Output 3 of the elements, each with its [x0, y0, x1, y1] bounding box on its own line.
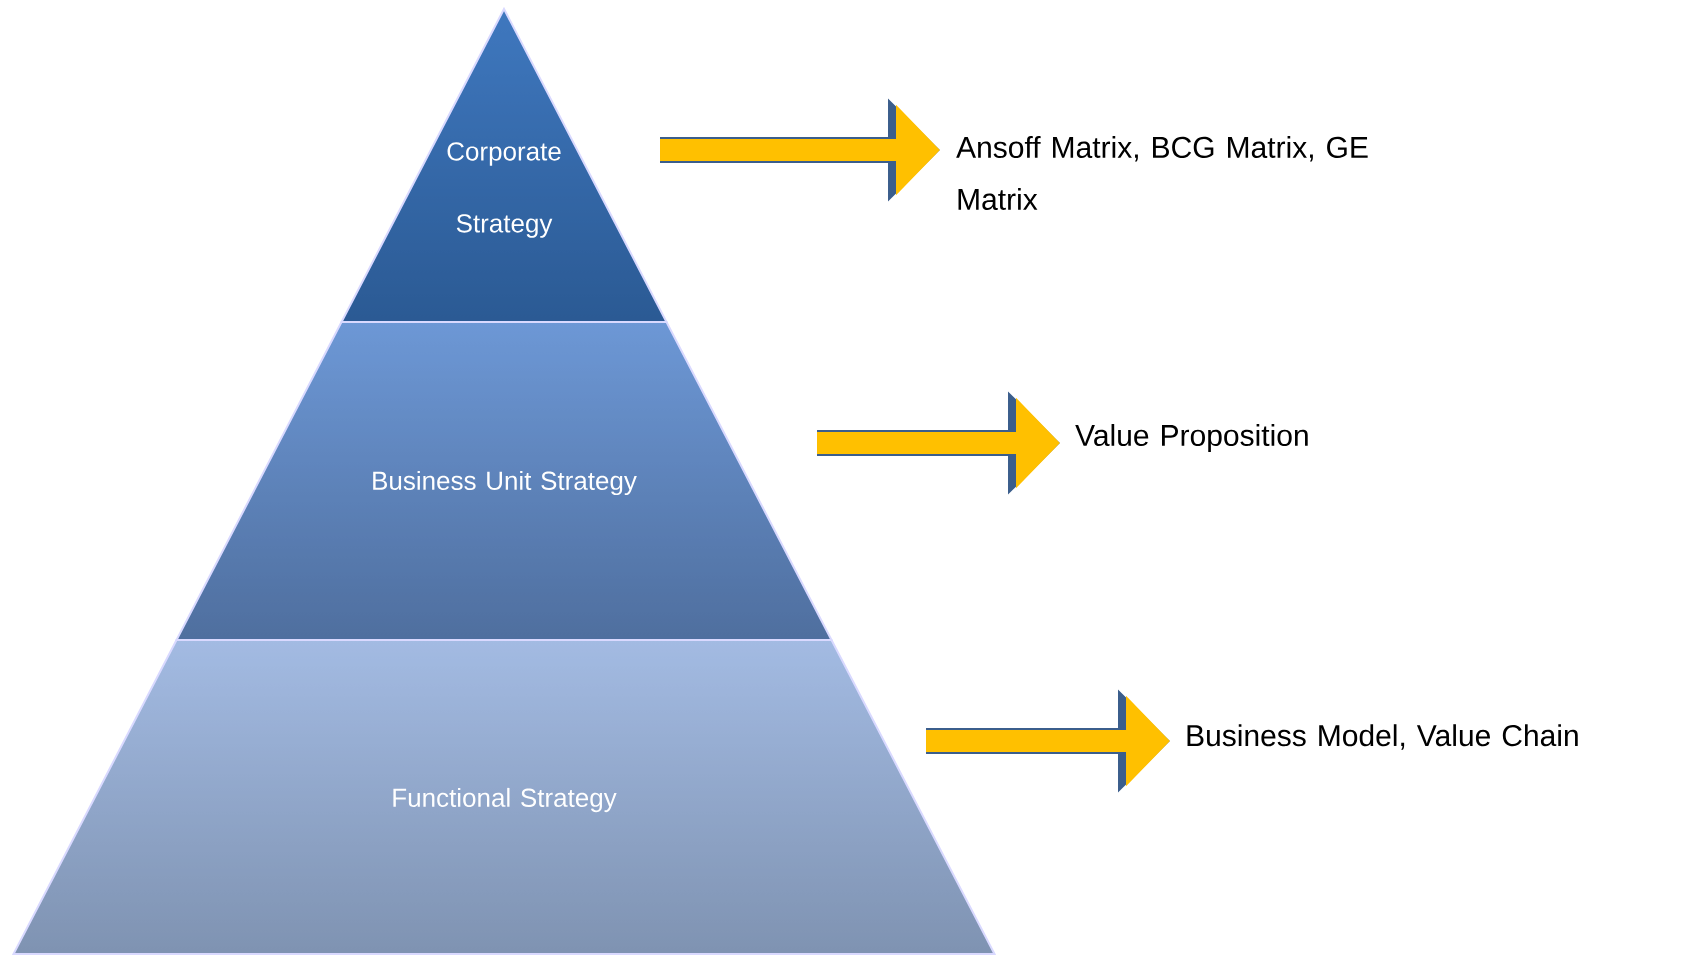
text-label: Business Model, Value Chain — [1187, 724, 1578, 750]
text-label: Ansoff Matrix, BCG Matrix, GE Matrix — [956, 136, 1368, 210]
text-label: Value Proposition — [1075, 424, 1308, 452]
